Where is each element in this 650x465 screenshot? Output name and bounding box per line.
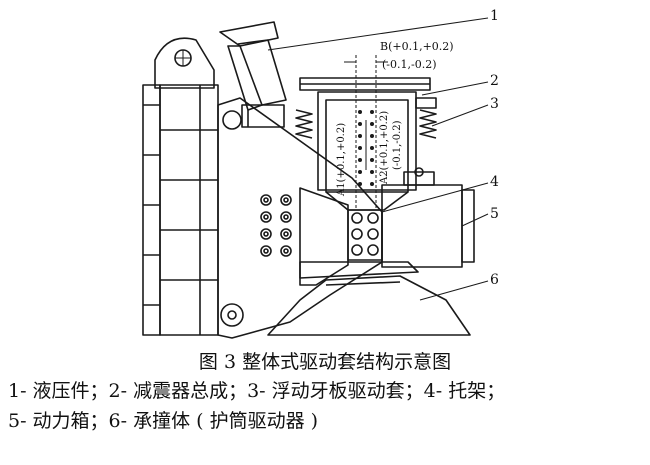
callout-3: 3 xyxy=(490,96,499,112)
spring-left xyxy=(295,109,313,139)
bolt-group-right xyxy=(347,209,383,261)
dot-grid xyxy=(358,110,374,186)
callout-4: 4 xyxy=(490,174,499,190)
figure-title: 图 3 整体式驱动套结构示意图 xyxy=(198,351,452,373)
dimension-arrows xyxy=(344,61,388,170)
callout-2: 2 xyxy=(490,73,499,89)
dimension-lines xyxy=(355,55,377,210)
dimension-label-a1: A1(+0.1,+0.2) xyxy=(336,123,347,197)
power-box xyxy=(381,167,475,268)
structure-diagram: 1 2 3 4 5 6 B(+0.1,+0.2) (-0.1,-0.2) A1(… xyxy=(142,8,499,339)
left-frame xyxy=(142,84,219,336)
dimension-label-a2: A2(+0.1,+0.2) xyxy=(379,111,390,185)
bolt-group-left xyxy=(260,194,292,257)
shock-absorber-housing xyxy=(299,77,431,211)
legend-line-2: 5- 动力箱；6- 承撞体 ( 护筒驱动器 ) xyxy=(8,410,319,432)
legend-line-1: 1- 液压件；2- 减震器总成；3- 浮动牙板驱动套；4- 托架； xyxy=(8,380,506,402)
bracket xyxy=(217,97,383,339)
callout-leaders xyxy=(267,17,489,301)
dimension-label-b: B(+0.1,+0.2) xyxy=(380,40,454,53)
impact-body xyxy=(267,261,471,336)
dimension-label-b-sub: (-0.1,-0.2) xyxy=(382,58,437,71)
callout-5: 5 xyxy=(490,206,499,222)
callout-6: 6 xyxy=(490,272,499,288)
dimension-label-a2-sub: (-0.1,-0.2) xyxy=(392,120,403,170)
callout-1: 1 xyxy=(490,8,499,24)
lifting-lug xyxy=(154,37,215,89)
hydraulic-cylinder xyxy=(219,21,287,128)
spring-right xyxy=(415,97,437,139)
